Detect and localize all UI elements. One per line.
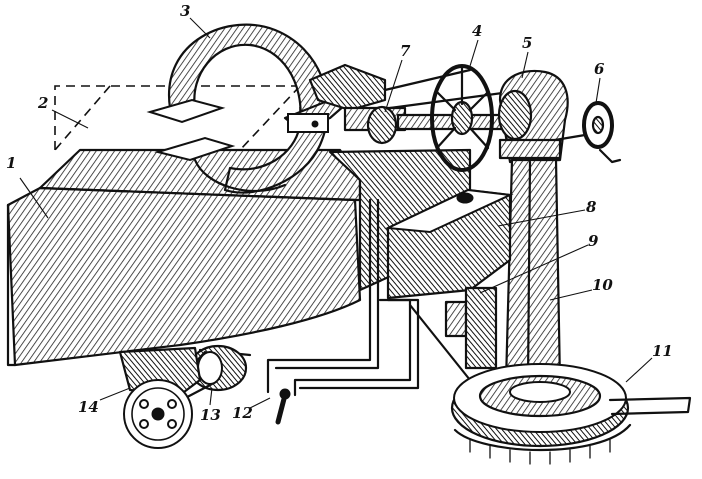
leader-lines [19,17,653,409]
pulley-motor [163,344,248,407]
column-head [497,69,569,164]
motor-cabinet [384,188,514,300]
callout-6: 6 [594,60,605,78]
callout-labels: 1 2 3 4 5 6 7 8 9 10 11 12 13 14 [6,2,673,424]
callout-11: 11 [652,342,673,360]
callout-2: 2 [37,94,48,112]
callout-10: 10 [592,276,613,294]
callout-12: 12 [232,404,253,422]
guide-bracket [408,286,498,382]
ring-arm [146,23,329,194]
callout-13: 13 [200,406,221,424]
callout-14: 14 [78,398,99,416]
callout-8: 8 [586,198,597,216]
callout-4: 4 [472,22,482,40]
column [504,158,562,384]
callout-5: 5 [522,34,532,52]
handwheel-large [430,64,494,172]
callout-3: 3 [180,2,190,20]
base-turntable [450,363,692,465]
callout-9: 9 [588,232,599,250]
handwheel-small [553,101,622,164]
trough-body [6,186,362,367]
wheel-chassis [118,346,202,449]
piping [198,198,420,397]
callout-7: 7 [400,42,411,60]
callout-1: 1 [6,154,16,172]
valve-lever [275,388,291,425]
